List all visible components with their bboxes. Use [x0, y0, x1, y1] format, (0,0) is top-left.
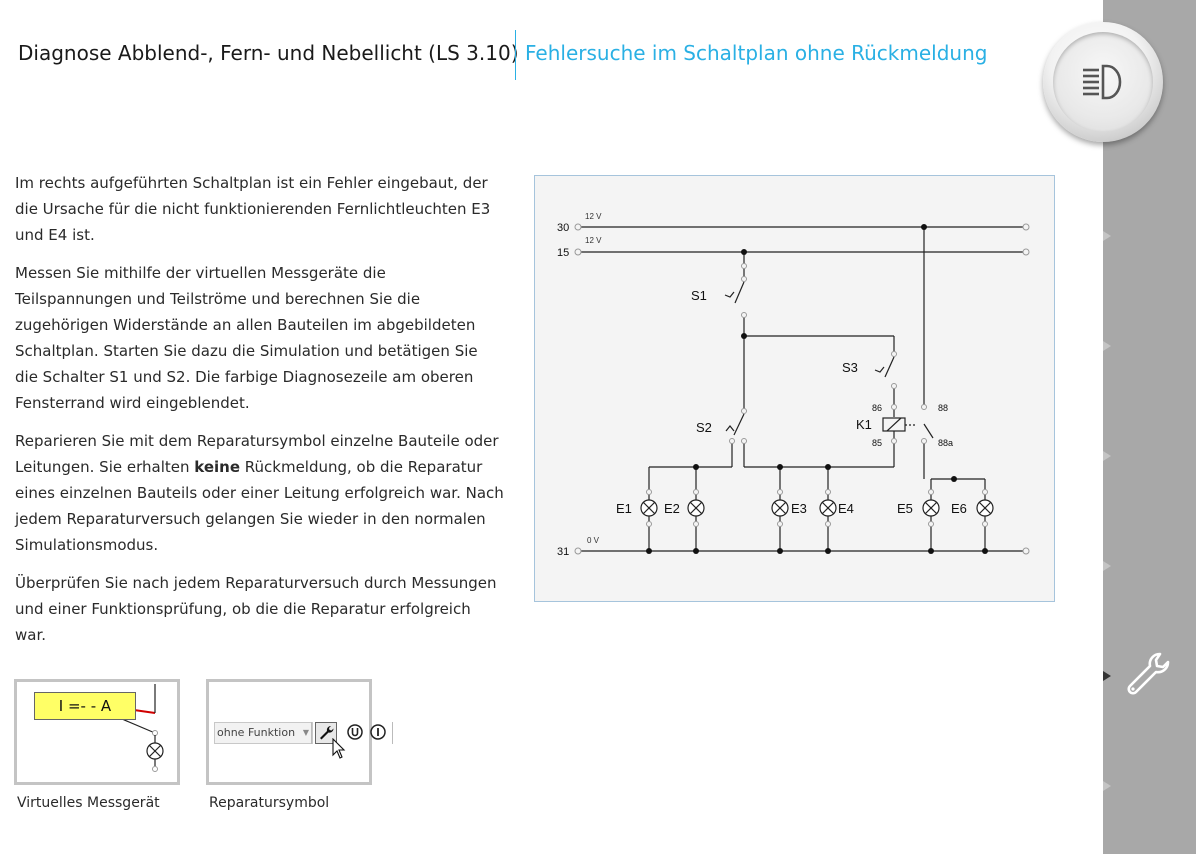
relay-pin-85: 85: [872, 438, 882, 448]
headlight-icon: [1083, 64, 1122, 100]
sidebar-arrow-6[interactable]: [1103, 781, 1111, 791]
lamp-e2-label: E2: [664, 501, 680, 516]
title-separator: [515, 30, 516, 80]
function-dropdown-value: ohne Funktion: [217, 726, 296, 739]
sidebar-arrow-5[interactable]: [1103, 671, 1111, 681]
lamp-e3-label: E3: [791, 501, 807, 516]
paragraph-3-start: Reparieren Sie mit dem Reparatursymbol e…: [15, 432, 499, 476]
sidebar-arrow-4[interactable]: [1103, 561, 1111, 571]
voltage-30-label: 12 V: [585, 212, 602, 221]
paragraph-1: Im rechts aufgeführten Schaltplan ist ei…: [15, 174, 491, 244]
u-circle-button[interactable]: [345, 722, 365, 742]
function-dropdown[interactable]: ohne Funktion ▼: [214, 722, 313, 744]
meter-caption: Virtuelles Messgerät: [17, 795, 160, 811]
instruction-text: Im rechts aufgeführten Schaltplan ist ei…: [15, 170, 505, 660]
repair-tool-button[interactable]: [315, 722, 337, 744]
u-circle-icon: [347, 724, 363, 740]
sidebar-arrow-2[interactable]: [1103, 341, 1111, 351]
meter-example-image: I =- - A: [14, 679, 180, 785]
paragraph-4: Überprüfen Sie nach jedem Reparaturversu…: [15, 574, 497, 644]
terminal-15-label: 15: [557, 247, 569, 259]
switch-s1-label: S1: [691, 288, 707, 303]
i-circle-icon: [370, 724, 386, 740]
chevron-down-icon: ▼: [302, 728, 309, 737]
lamp-e6-label: E6: [951, 501, 967, 516]
paragraph-2: Messen Sie mithilfe der virtuellen Messg…: [15, 264, 478, 412]
terminal-31-label: 31: [557, 546, 569, 558]
cursor-icon: [332, 738, 346, 759]
lamp-e5-label: E5: [897, 501, 913, 516]
headlight-logo-button[interactable]: [1043, 22, 1163, 142]
voltage-31-label: 0 V: [587, 536, 600, 545]
voltage-15-label: 12 V: [585, 236, 602, 245]
lamp-e4-label: E4: [838, 501, 854, 516]
switch-s2-label: S2: [696, 420, 712, 435]
sidebar: [1103, 0, 1196, 854]
wrench-icon: [320, 725, 334, 740]
toolbar-separator: [311, 722, 312, 744]
repair-example-image: ohne Funktion ▼: [206, 679, 393, 785]
page-subtitle: Fehlersuche im Schaltplan ohne Rückmeldu…: [525, 41, 988, 65]
relay-k1-label: K1: [856, 417, 872, 432]
paragraph-3-emphasis: keine: [194, 458, 240, 476]
lamp-e1-label: E1: [616, 501, 632, 516]
sidebar-arrow-1[interactable]: [1103, 231, 1111, 241]
repair-caption: Reparatursymbol: [209, 795, 330, 811]
relay-pin-88a: 88a: [938, 438, 953, 448]
i-circle-button[interactable]: [368, 722, 388, 742]
circuit-schematic[interactable]: 30 15 31 12 V 12 V 0 V S1 S2 S3 K1 86 85…: [534, 175, 1055, 602]
terminal-30-label: 30: [557, 222, 569, 234]
relay-pin-86: 86: [872, 403, 882, 413]
relay-pin-88: 88: [938, 403, 948, 413]
paragraph-3: Reparieren Sie mit dem Reparatursymbol e…: [15, 428, 505, 558]
wrench-icon[interactable]: [1122, 650, 1172, 704]
paragraph-3-end: Rückmeldung, ob die Reparatur eines einz…: [15, 458, 504, 554]
sidebar-arrow-3[interactable]: [1103, 451, 1111, 461]
page-title: Diagnose Abblend-, Fern- und Nebellicht …: [18, 41, 519, 65]
toolbar-separator-end: [392, 722, 393, 744]
meter-display: I =- - A: [34, 692, 136, 720]
switch-s3-label: S3: [842, 360, 858, 375]
